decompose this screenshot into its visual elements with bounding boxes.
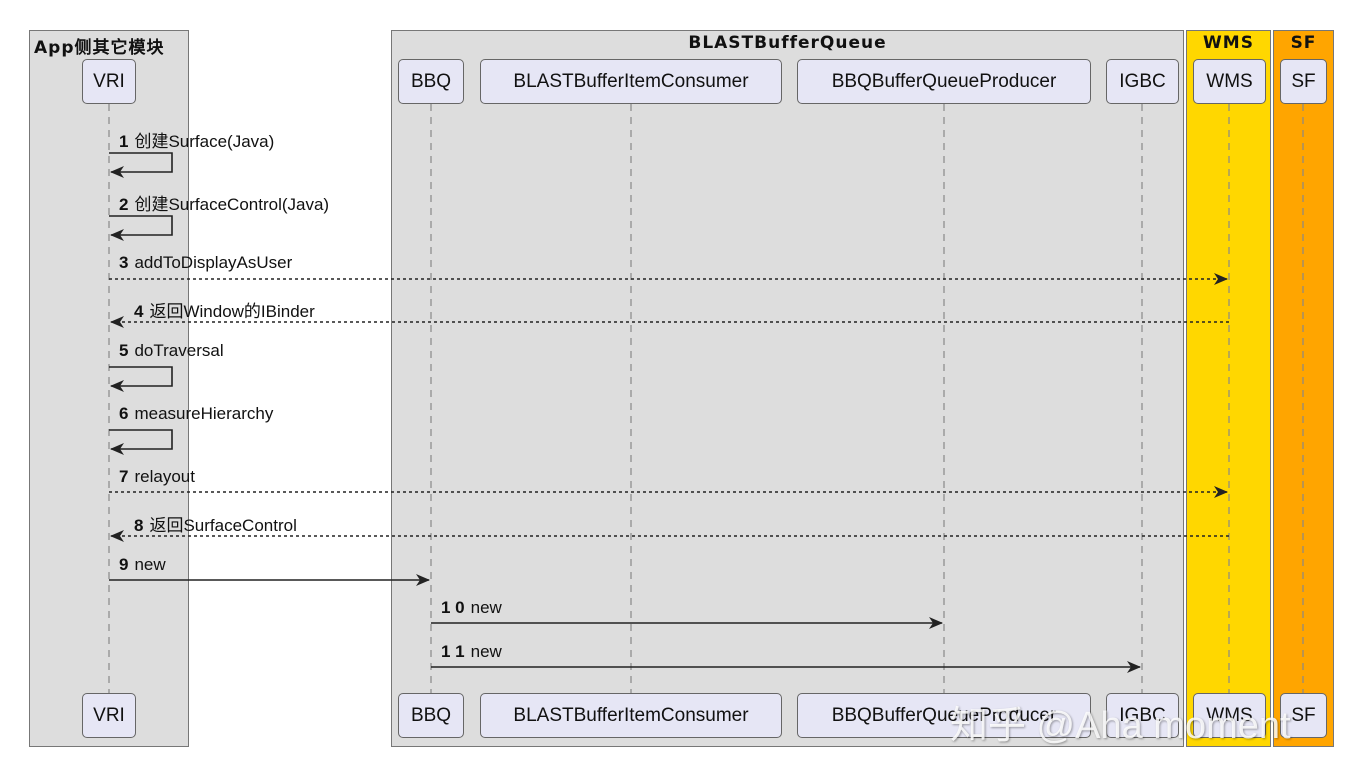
message-6: 6 measureHierarchy — [119, 404, 273, 424]
message-text: 返回Window的IBinder — [149, 302, 315, 321]
message-5: 5 doTraversal — [119, 341, 224, 361]
participant-consumer-top[interactable]: BLASTBufferItemConsumer — [480, 59, 782, 104]
message-4: 4 返回Window的IBinder — [134, 297, 315, 322]
participant-bbq-top[interactable]: BBQ — [398, 59, 464, 104]
participant-producer-top[interactable]: BBQBufferQueueProducer — [797, 59, 1091, 104]
message-text: relayout — [134, 467, 195, 486]
message-text: 创建SurfaceControl(Java) — [134, 195, 330, 214]
message-number: 4 — [134, 302, 144, 321]
participant-consumer-bottom[interactable]: BLASTBufferItemConsumer — [480, 693, 782, 738]
message-text: measureHierarchy — [134, 404, 274, 423]
message-number: 5 — [119, 341, 129, 360]
participant-wms-top[interactable]: WMS — [1193, 59, 1266, 104]
participant-sf-bottom[interactable]: SF — [1280, 693, 1327, 738]
message-number: 1 0 — [441, 598, 465, 617]
message-11: 1 1 new — [441, 642, 502, 662]
group-wms-title: WMS — [1203, 33, 1254, 53]
message-text: 创建Surface(Java) — [134, 132, 275, 151]
participant-igbc-top[interactable]: IGBC — [1106, 59, 1179, 104]
participant-vri-top[interactable]: VRI — [82, 59, 136, 104]
message-text: new — [134, 555, 166, 574]
message-9: 9 new — [119, 555, 166, 575]
group-bbq-title: BLASTBufferQueue — [688, 33, 887, 53]
message-7: 7 relayout — [119, 467, 195, 487]
message-number: 1 1 — [441, 642, 465, 661]
message-text: doTraversal — [134, 341, 224, 360]
message-text: new — [470, 598, 502, 617]
watermark: 知乎 @Aha moment — [950, 705, 1291, 747]
participant-producer-bottom[interactable]: BBQBufferQueueProducer — [797, 693, 1091, 738]
group-blastbufferqueue: BLASTBufferQueue — [391, 30, 1184, 747]
participant-vri-bottom[interactable]: VRI — [82, 693, 136, 738]
message-3: 3 addToDisplayAsUser — [119, 253, 292, 273]
group-sf-title: SF — [1290, 33, 1317, 53]
message-number: 6 — [119, 404, 129, 423]
message-8: 8 返回SurfaceControl — [134, 511, 297, 536]
participant-wms-bottom[interactable]: WMS — [1193, 693, 1266, 738]
message-2: 2 创建SurfaceControl(Java) — [119, 190, 329, 215]
message-text: addToDisplayAsUser — [134, 253, 293, 272]
message-number: 7 — [119, 467, 129, 486]
group-app-title: App侧其它模块 — [34, 38, 165, 58]
message-number: 1 — [119, 132, 129, 151]
message-number: 3 — [119, 253, 129, 272]
message-1: 1 创建Surface(Java) — [119, 127, 274, 152]
participant-igbc-bottom[interactable]: IGBC — [1106, 693, 1179, 738]
message-10: 1 0 new — [441, 598, 502, 618]
message-text: 返回SurfaceControl — [149, 516, 297, 535]
message-number: 9 — [119, 555, 129, 574]
message-text: new — [470, 642, 502, 661]
message-number: 8 — [134, 516, 144, 535]
message-number: 2 — [119, 195, 129, 214]
participant-bbq-bottom[interactable]: BBQ — [398, 693, 464, 738]
participant-sf-top[interactable]: SF — [1280, 59, 1327, 104]
